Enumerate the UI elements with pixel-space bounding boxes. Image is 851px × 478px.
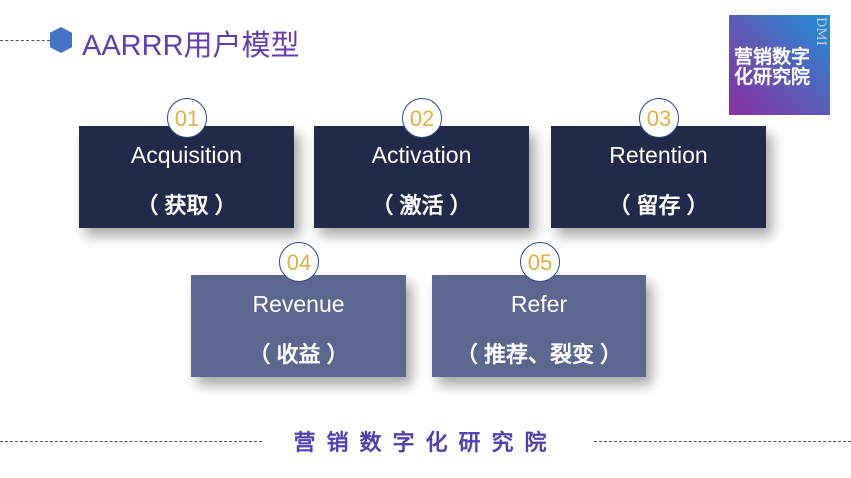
step-subtitle: （ 收益 ） (248, 342, 349, 367)
hexagon-icon (50, 27, 72, 53)
step-title: Retention (609, 142, 708, 168)
step-title: Activation (371, 142, 472, 168)
step-card-refer: Refer （ 推荐、裂变 ） (432, 275, 646, 377)
step-title: Refer (510, 291, 568, 317)
step-subtitle: （ 激活 ） (371, 193, 472, 218)
step-number: 01 (167, 98, 207, 138)
step-subtitle: （ 留存 ） (608, 193, 709, 218)
page-title: AARRR用户模型 (82, 22, 300, 64)
step-title: Acquisition (130, 142, 243, 168)
footer-divider-left (0, 441, 262, 442)
step-subtitle: （ 获取 ） (136, 193, 237, 218)
step-title: Revenue (252, 291, 345, 317)
step-number: 02 (402, 98, 442, 138)
step-number: 05 (520, 242, 560, 282)
step-card-revenue: Revenue （ 收益 ） (191, 275, 406, 377)
logo: 营销数字化研究院 DMI (729, 15, 830, 115)
step-card-activation: Activation （ 激活 ） (314, 126, 529, 228)
step-card-retention: Retention （ 留存 ） (551, 126, 766, 228)
title-divider (0, 40, 50, 41)
step-card-acquisition: Acquisition （ 获取 ） (79, 126, 294, 228)
footer-brand: 营销数字化研究院 (293, 430, 558, 455)
step-number: 03 (639, 98, 679, 138)
footer-divider-right (594, 441, 851, 442)
logo-text: 营销数字化研究院 (734, 47, 811, 88)
step-number: 04 (279, 242, 319, 282)
logo-abbr: DMI (813, 17, 828, 46)
step-subtitle: （ 推荐、裂变 ） (455, 342, 623, 367)
